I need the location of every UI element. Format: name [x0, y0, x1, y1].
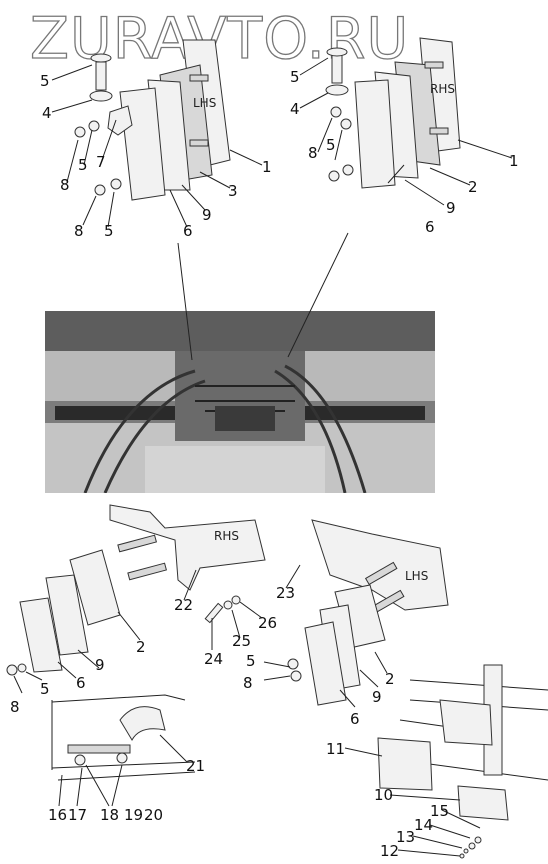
callout-8: 8 [243, 674, 253, 692]
callout-8: 8 [10, 698, 20, 716]
callout-6: 6 [76, 674, 86, 692]
callout-8: 8 [60, 176, 70, 194]
callout-5: 5 [78, 156, 88, 174]
side-label-lhs-bottom: LHS [405, 569, 428, 583]
callout-25: 25 [232, 632, 251, 650]
callout-9: 9 [202, 206, 212, 224]
clamp-inset [51, 694, 196, 781]
callout-9: 9 [446, 199, 456, 217]
callout-6: 6 [183, 222, 193, 240]
callout-5: 5 [290, 68, 300, 86]
callout-4: 4 [42, 104, 52, 122]
callout-9: 9 [95, 656, 105, 674]
callout-7: 7 [96, 153, 106, 171]
callout-9: 9 [372, 688, 382, 706]
callout-22: 22 [174, 596, 193, 614]
callout-17: 17 [68, 806, 87, 824]
callout-6: 6 [350, 710, 360, 728]
callout-24: 24 [204, 650, 223, 668]
lhs-bracket-assembly-top [74, 39, 231, 201]
callout-21: 21 [186, 757, 205, 775]
callout-5: 5 [40, 680, 50, 698]
box-inset [377, 664, 548, 859]
callout-2: 2 [136, 638, 146, 656]
callout-13: 13 [396, 828, 415, 846]
callout-1: 1 [262, 158, 272, 176]
callout-15: 15 [430, 802, 449, 820]
callout-5: 5 [104, 222, 114, 240]
callout-6: 6 [425, 218, 435, 236]
callout-5: 5 [40, 72, 50, 90]
callout-23: 23 [276, 584, 295, 602]
callout-20: 20 [144, 806, 163, 824]
lhs-mounting-plate [311, 519, 449, 614]
callout-11: 11 [326, 740, 345, 758]
callout-10: 10 [374, 786, 393, 804]
callout-3: 3 [228, 182, 238, 200]
callout-5: 5 [326, 136, 336, 154]
callout-19: 19 [124, 806, 143, 824]
rhs-bracket-assembly-top [325, 37, 461, 189]
callout-14: 14 [414, 816, 433, 834]
callout-1: 1 [509, 152, 519, 170]
callout-18: 18 [100, 806, 119, 824]
callout-2: 2 [385, 670, 395, 688]
side-label-lhs-top: LHS [193, 96, 216, 110]
leader-line-left [177, 242, 193, 361]
callout-2: 2 [468, 178, 478, 196]
callout-4: 4 [290, 100, 300, 118]
vehicle-photo [45, 311, 435, 493]
callout-12: 12 [380, 842, 399, 860]
lhs-spacer-stack-lower [6, 549, 121, 676]
rhs-spacer-stack-lower [287, 584, 386, 706]
side-label-rhs-bottom: RHS [214, 529, 239, 543]
callout-8: 8 [74, 222, 84, 240]
leader-line-right [287, 232, 349, 358]
callout-26: 26 [258, 614, 277, 632]
callout-5: 5 [246, 652, 256, 670]
callout-16: 16 [48, 806, 67, 824]
bolt-24-assembly [204, 595, 241, 624]
callout-8: 8 [308, 144, 318, 162]
side-label-rhs-top: RHS [430, 82, 455, 96]
rhs-mounting-plate [109, 504, 266, 591]
